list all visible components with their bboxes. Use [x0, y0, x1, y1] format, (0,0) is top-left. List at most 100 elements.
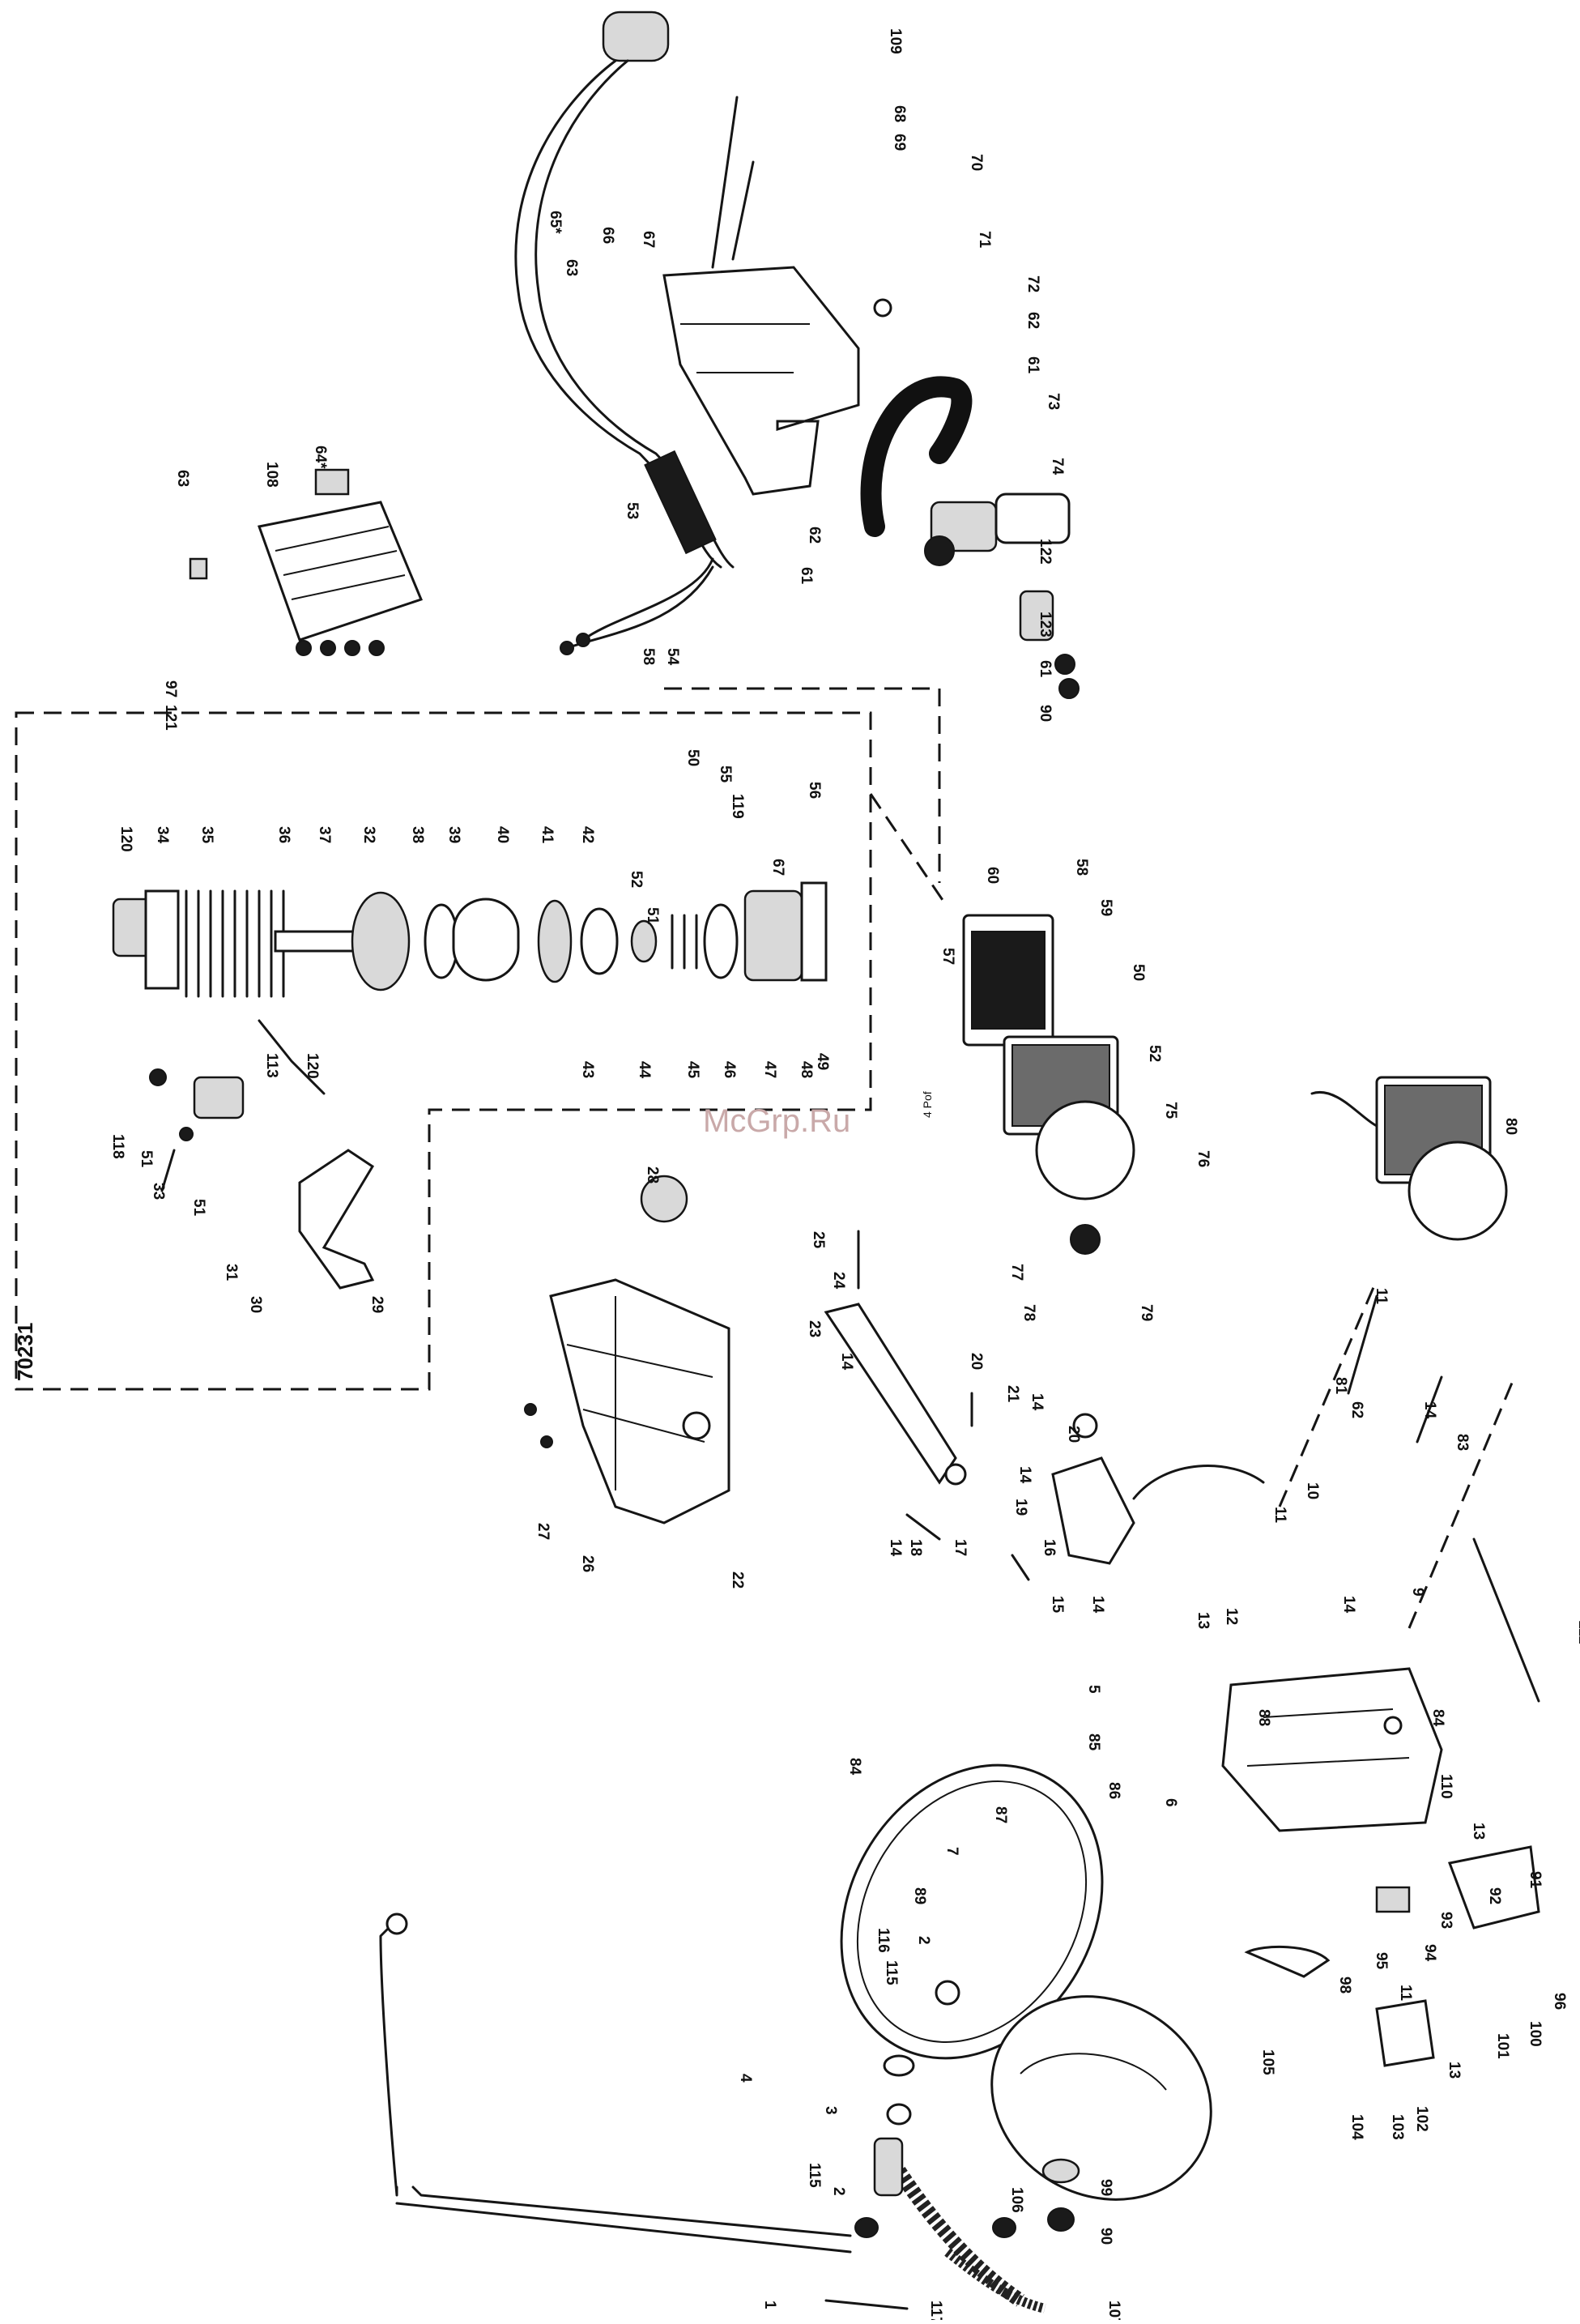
callout-40: 40 [494, 826, 511, 843]
callout-67: 67 [769, 859, 786, 876]
coiled-hose [892, 2167, 1024, 2307]
callout-14: 14 [887, 1539, 904, 1557]
callout-14: 14 [1089, 1596, 1106, 1614]
callout-2: 2 [830, 2187, 847, 2196]
callout-91: 91 [1527, 1871, 1544, 1889]
callout-76: 76 [1195, 1150, 1212, 1167]
callout-74: 74 [1049, 458, 1066, 475]
callout-108: 108 [263, 462, 280, 488]
callout-14: 14 [1016, 1466, 1033, 1484]
callout-72: 72 [1024, 275, 1041, 292]
leader-dashed-bottom [1278, 1279, 1516, 1629]
callout-58: 58 [640, 648, 657, 665]
callout-13: 13 [1446, 2062, 1463, 2079]
callout-25: 25 [810, 1231, 827, 1249]
callout-61: 61 [798, 567, 815, 585]
callout-116: 116 [875, 1928, 892, 1953]
callout-26: 26 [579, 1555, 596, 1572]
callout-16: 16 [1041, 1539, 1058, 1556]
air-hose [860, 376, 973, 537]
callout-104: 104 [1348, 2114, 1365, 2140]
callout-24: 24 [830, 1272, 847, 1290]
callout-96: 96 [1551, 1993, 1568, 2010]
callout-55: 55 [717, 765, 734, 783]
cylinder-assembly [112, 881, 828, 998]
callout-20: 20 [1065, 1426, 1082, 1443]
hinge-parts [1244, 1845, 1540, 2067]
callout-67: 67 [640, 231, 657, 248]
callout-23: 23 [806, 1320, 823, 1337]
callout-31: 31 [223, 1264, 240, 1281]
callout-120: 120 [117, 826, 134, 852]
callout-11: 11 [1373, 1288, 1390, 1305]
subassembly-boundary [15, 711, 872, 1391]
callout-51: 51 [138, 1150, 155, 1168]
callout-64*: 64* [312, 446, 329, 469]
callout-75: 75 [1162, 1102, 1179, 1119]
callout-121: 121 [162, 705, 179, 731]
callout-123: 123 [1037, 612, 1054, 638]
callout-28: 28 [644, 1166, 661, 1183]
callout-61: 61 [1037, 660, 1054, 678]
callout-99: 99 [1097, 2179, 1114, 2196]
leader-dashed-top [664, 687, 941, 883]
callout-62: 62 [1024, 312, 1041, 329]
callout-100: 100 [1527, 2021, 1544, 2047]
callout-113: 113 [263, 1053, 280, 1078]
callout-57: 57 [939, 948, 956, 965]
callout-90: 90 [1097, 2228, 1114, 2245]
callout-15: 15 [1049, 1596, 1066, 1614]
callout-93: 93 [1437, 1912, 1454, 1929]
callout-38: 38 [409, 826, 426, 843]
rod-62 [1347, 1294, 1378, 1395]
callout-78: 78 [1020, 1304, 1037, 1321]
grip-housing [662, 96, 892, 496]
housing-bracket [1221, 1667, 1443, 1832]
callout-43: 43 [579, 1061, 596, 1078]
trigger-lever [149, 1019, 375, 1290]
callout-80: 80 [1502, 1118, 1519, 1135]
callout-115: 115 [806, 2163, 823, 2188]
callout-71: 71 [976, 231, 993, 249]
callout-39: 39 [445, 826, 462, 843]
rod-83 [1416, 1375, 1443, 1443]
motor-unit-b [1310, 1076, 1508, 1241]
callout-4: 4 [737, 2074, 754, 2083]
callout-35: 35 [198, 826, 215, 844]
frame-bracket [524, 1175, 730, 1524]
callout-50: 50 [684, 749, 701, 766]
watermark: McGrp.Ru [703, 1103, 851, 1139]
callout-63: 63 [174, 470, 191, 487]
callout-21: 21 [1004, 1385, 1021, 1403]
callout-42: 42 [579, 826, 596, 843]
callout-73: 73 [1045, 393, 1062, 410]
callout-56: 56 [806, 782, 823, 799]
callout-94: 94 [1421, 1944, 1438, 1962]
callout-22: 22 [729, 1571, 746, 1588]
callout-53: 53 [624, 502, 641, 519]
callout-44: 44 [636, 1061, 653, 1079]
callout-66: 66 [599, 227, 616, 244]
callout-1: 1 [761, 2301, 778, 2309]
callout-19: 19 [1012, 1499, 1029, 1516]
callout-110: 110 [1437, 1774, 1454, 1799]
handle-cable-group [514, 11, 735, 655]
callout-69: 69 [891, 134, 908, 151]
callout-106: 106 [1008, 2187, 1025, 2213]
callout-84: 84 [846, 1758, 863, 1776]
callout-10: 10 [1304, 1482, 1321, 1499]
callout-46: 46 [721, 1061, 738, 1078]
leader-dashed-sensor [869, 793, 949, 908]
callout-63: 63 [563, 259, 580, 276]
callout-58: 58 [1073, 859, 1090, 876]
callout-54: 54 [664, 648, 681, 666]
callout-89: 89 [911, 1887, 928, 1904]
callout-79: 79 [1138, 1304, 1155, 1321]
callout-50: 50 [1130, 964, 1147, 981]
callout-36: 36 [275, 826, 292, 843]
callout-85: 85 [1085, 1733, 1102, 1751]
callout-65*: 65* [547, 211, 564, 234]
callout-13: 13 [1195, 1612, 1212, 1629]
